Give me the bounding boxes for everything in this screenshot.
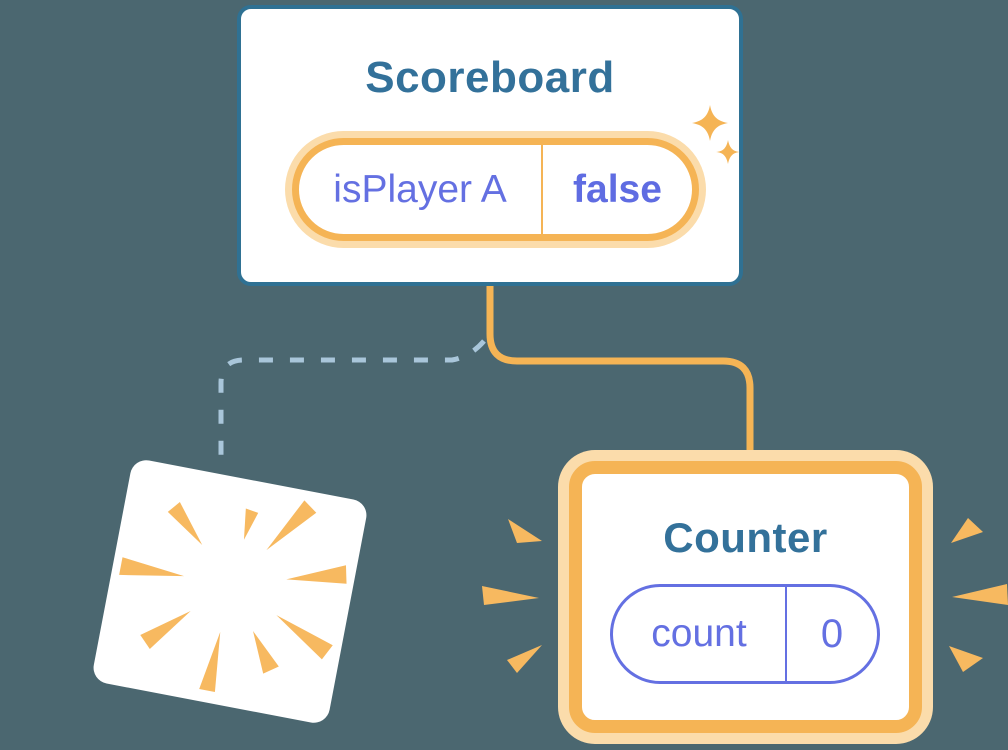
state-pill-divider <box>541 145 543 234</box>
connector-scoreboard-to-counter <box>486 284 754 455</box>
scoreboard-title: Scoreboard <box>365 53 615 102</box>
counter-state-key: count <box>651 612 747 655</box>
sparkle-icon <box>692 105 740 164</box>
scoreboard-state-key: isPlayer A <box>333 167 507 211</box>
state-pill-divider <box>785 587 787 681</box>
scoreboard-state-value: false <box>573 167 662 211</box>
removed-component-card <box>90 457 370 726</box>
emphasis-icon-right <box>949 518 1008 672</box>
counter-component-card: Counter count 0 <box>569 461 922 733</box>
scoreboard-state-pill: isPlayer A false <box>292 138 699 241</box>
scoreboard-component-card: Scoreboard isPlayer A false <box>237 5 743 286</box>
counter-title: Counter <box>663 514 828 561</box>
connector-scoreboard-to-removed-dashed <box>218 339 486 462</box>
emphasis-icon-left <box>482 519 542 673</box>
counter-state-value: 0 <box>820 611 844 656</box>
counter-state-pill: count 0 <box>610 584 880 684</box>
poof-icon <box>119 500 347 692</box>
